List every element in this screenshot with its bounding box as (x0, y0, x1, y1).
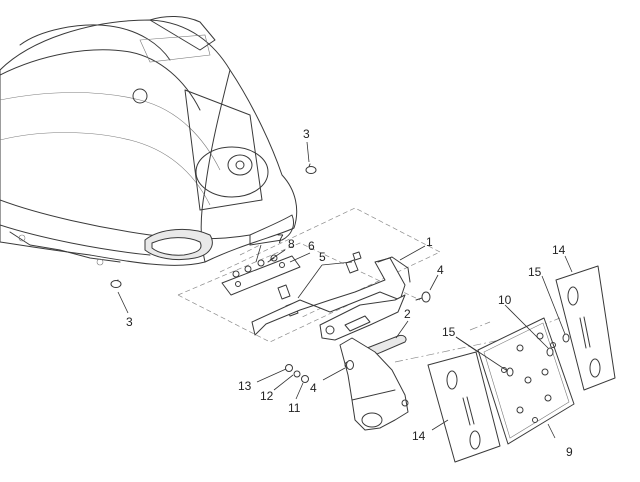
mounting-screws (110, 163, 317, 288)
nut-and-washers (285, 364, 309, 383)
callout-labels: 1 2 3 3 4 4 5 6 7 8 9 10 11 12 13 14 14 … (126, 127, 573, 459)
callout-2: 2 (404, 307, 411, 321)
bolt-screws (346, 291, 431, 370)
callout-5: 5 (319, 250, 326, 264)
callout-8: 8 (288, 237, 295, 251)
rear-mudguard (339, 337, 409, 431)
callout-9: 9 (566, 445, 573, 459)
speed-clips (277, 251, 362, 317)
callout-11: 11 (288, 401, 301, 415)
callout-13: 13 (238, 379, 252, 393)
adapter-plate-left (427, 351, 501, 463)
adapter-plate-right (555, 265, 616, 391)
scooter-rear-body (0, 16, 298, 266)
callout-3-lower: 3 (126, 315, 133, 329)
callout-6: 6 (308, 239, 315, 253)
callout-14-left: 14 (412, 429, 426, 443)
callout-15-left: 15 (442, 325, 456, 339)
callout-1: 1 (426, 235, 433, 249)
callout-12: 12 (260, 389, 274, 403)
callout-3-upper: 3 (303, 127, 310, 141)
callout-4-lower: 4 (310, 381, 317, 395)
plate-screws (506, 333, 570, 377)
callout-10: 10 (498, 293, 512, 307)
license-bracket-plate (221, 255, 301, 296)
callout-14-right: 14 (552, 243, 566, 257)
callout-4-upper: 4 (437, 263, 444, 277)
callout-15-right: 15 (528, 265, 542, 279)
license-plate-holder (251, 256, 411, 341)
callout-7: 7 (277, 232, 284, 246)
leader-lines (117, 141, 573, 439)
